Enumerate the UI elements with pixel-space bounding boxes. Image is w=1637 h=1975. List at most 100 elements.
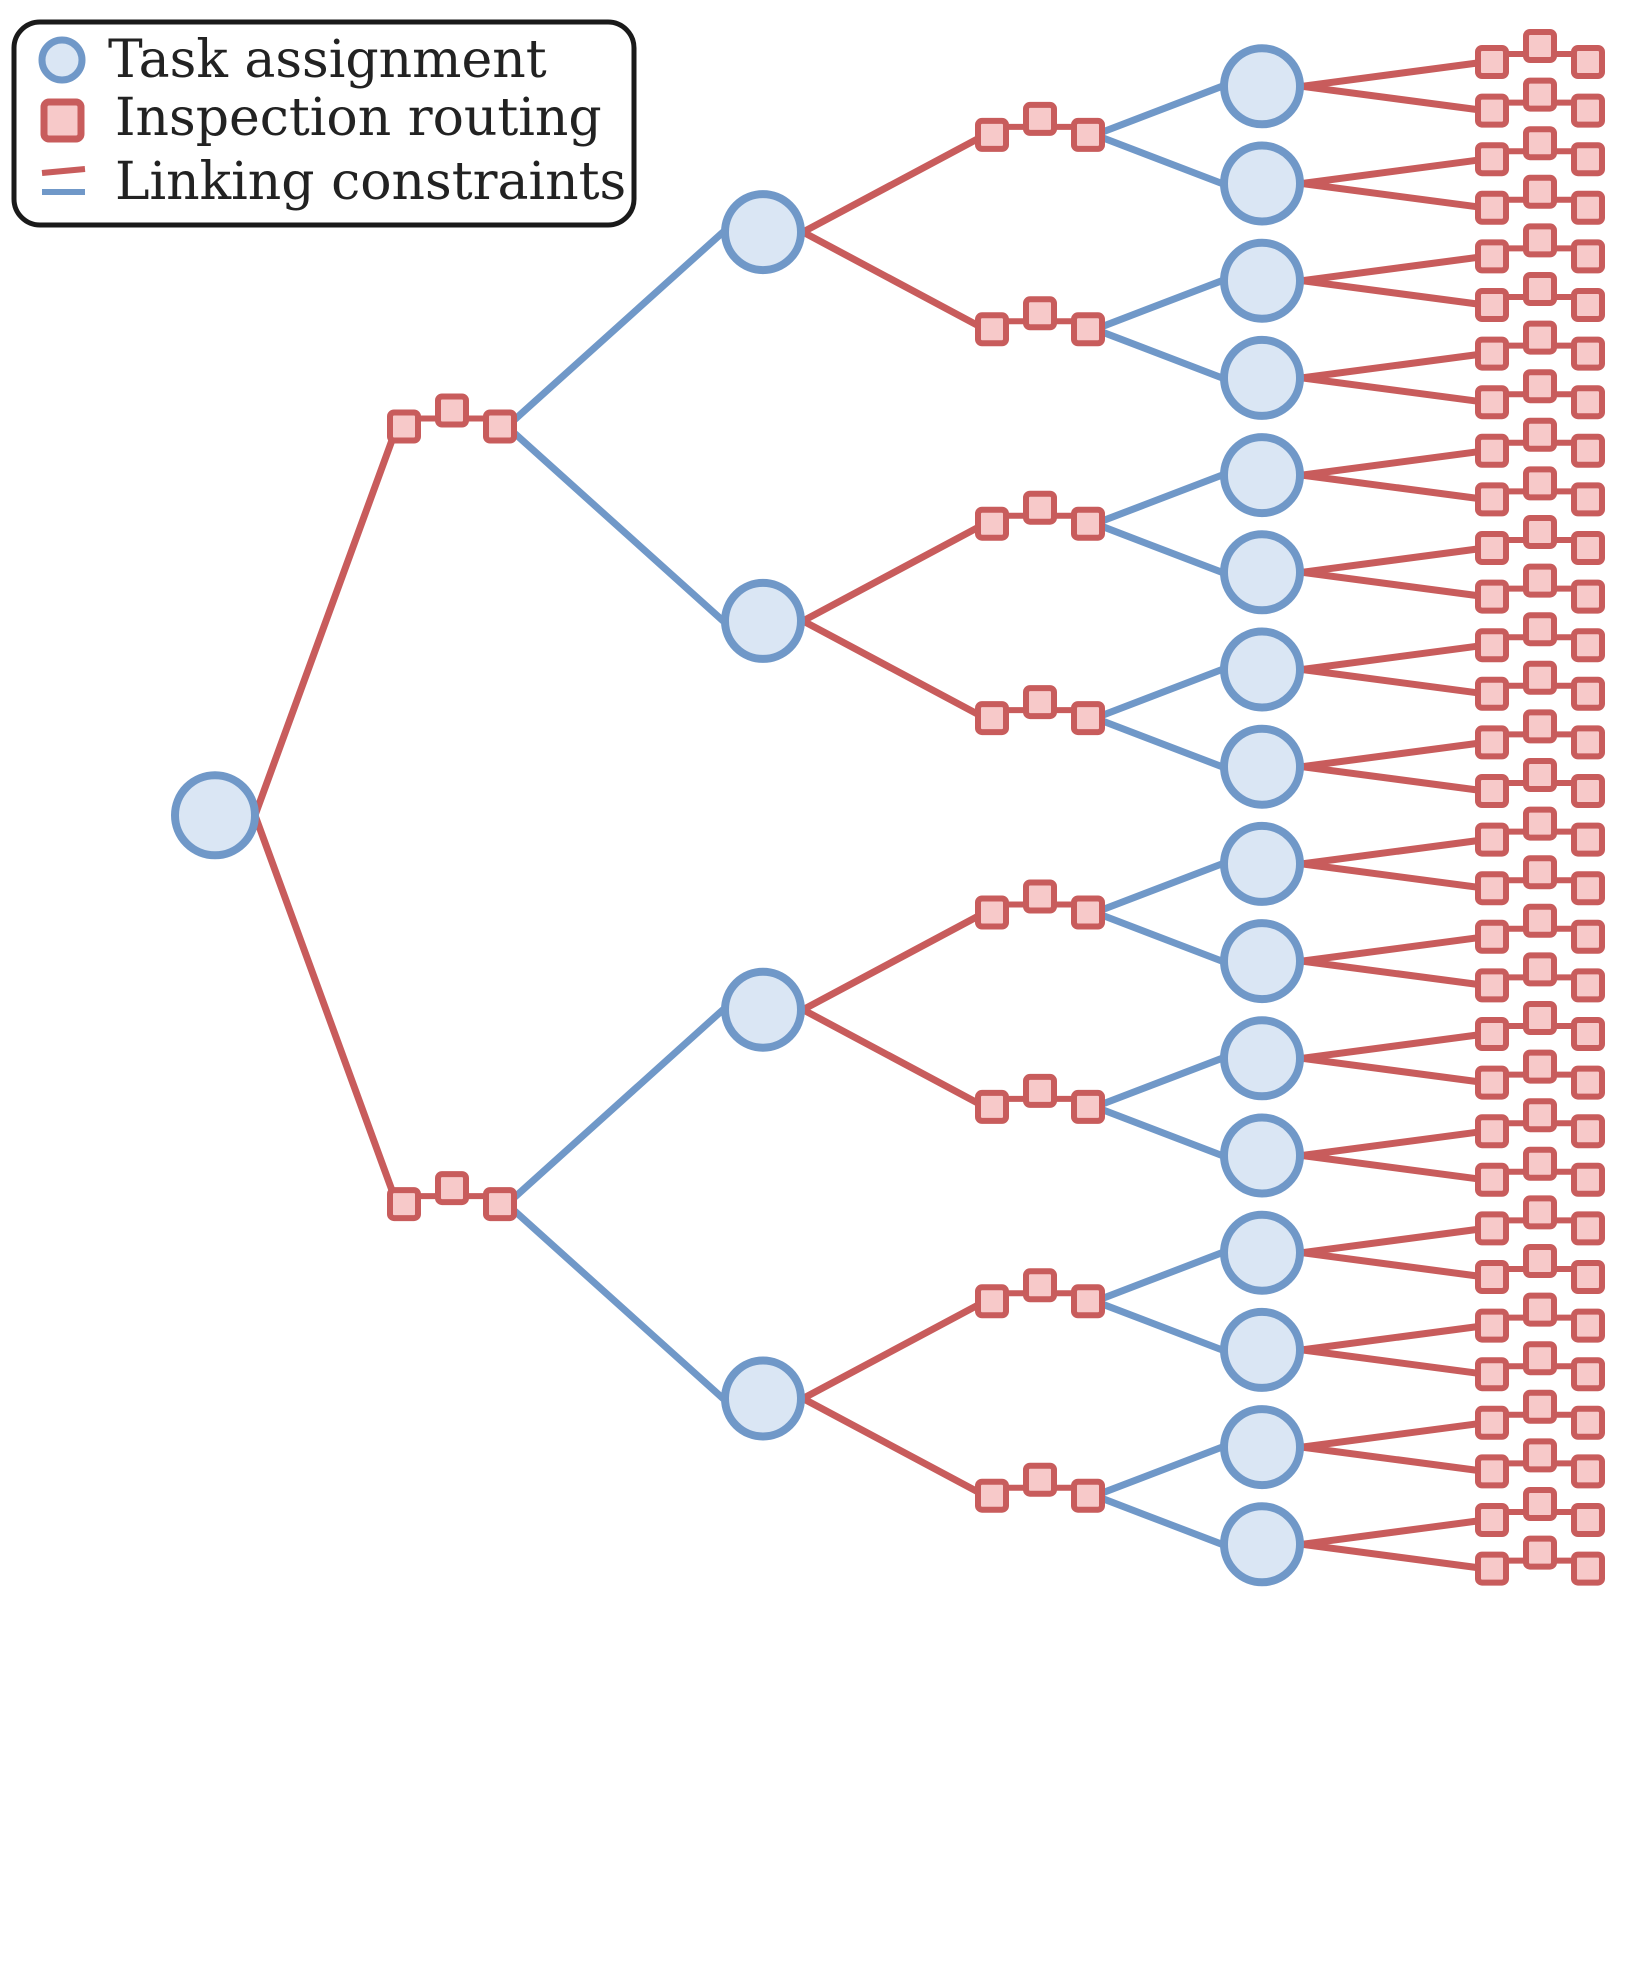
inspection-square — [975, 506, 1009, 541]
task-edge — [1091, 1103, 1226, 1159]
inspection-square — [1023, 685, 1057, 720]
inspection-square — [1571, 288, 1605, 322]
task-assignment-node — [1220, 1405, 1304, 1490]
inspection-square — [1023, 879, 1057, 914]
inspection-square — [1475, 531, 1509, 565]
inspection-square — [1571, 1308, 1605, 1343]
inspection-square — [1523, 223, 1557, 258]
inspection-routing-node — [975, 1073, 1105, 1124]
inspection-square — [1475, 1260, 1509, 1294]
inspection-square — [1571, 190, 1605, 225]
inspection-square — [1475, 1017, 1509, 1051]
task-assignment-node — [1220, 433, 1304, 518]
task-assignment-node — [1220, 530, 1304, 615]
inspection-square — [1523, 806, 1557, 841]
inspection-square — [1475, 725, 1509, 760]
inspection-edge — [1298, 82, 1489, 115]
inspection-square — [1523, 466, 1557, 501]
inspection-edge — [1298, 957, 1489, 989]
inspection-edge — [799, 617, 989, 722]
inspection-square — [1571, 628, 1605, 663]
inspection-edge — [1298, 471, 1489, 503]
inspection-square — [1071, 895, 1105, 930]
inspection-square — [1071, 506, 1105, 541]
inspection-square — [1571, 822, 1605, 857]
inspection-square — [1523, 563, 1557, 598]
inspection-edge — [1298, 666, 1489, 698]
task-assignment-node — [1220, 141, 1304, 226]
inspection-square — [435, 1171, 469, 1206]
inspection-square — [1571, 1405, 1605, 1440]
inspection-routing-node — [1475, 660, 1605, 711]
inspection-square — [1071, 312, 1105, 347]
inspection-routing-node — [387, 1171, 517, 1222]
task-assignment-node — [1220, 919, 1304, 1004]
inspection-edge — [799, 131, 989, 236]
task-edge — [1091, 82, 1226, 139]
inspection-square — [1523, 515, 1557, 549]
inspection-edge — [1298, 1152, 1489, 1184]
inspection-routing-node — [1475, 612, 1605, 663]
inspection-edge — [1298, 1127, 1489, 1159]
inspection-square — [1571, 579, 1605, 614]
inspection-square — [975, 1284, 1009, 1319]
inspection-square — [1571, 482, 1605, 517]
inspection-square — [1571, 1260, 1605, 1294]
inspection-square — [1571, 1503, 1605, 1537]
task-edge — [1091, 131, 1226, 187]
inspection-square — [1523, 29, 1557, 63]
task-assignment-node — [171, 771, 259, 860]
inspection-square — [1071, 1284, 1105, 1319]
inspection-edge — [1298, 58, 1489, 90]
inspection-routing-node — [1475, 903, 1605, 954]
inspection-edge — [799, 1395, 989, 1500]
inspection-edge — [1298, 277, 1489, 309]
inspection-square — [1475, 1357, 1509, 1392]
inspection-square — [1571, 871, 1605, 906]
inspection-square — [1475, 288, 1509, 322]
inspection-square — [1523, 1001, 1557, 1035]
task-assignment-node — [721, 967, 805, 1052]
inspection-routing-node — [1475, 223, 1605, 274]
inspection-square — [1475, 579, 1509, 614]
task-edge — [503, 228, 727, 430]
inspection-square — [1475, 1065, 1509, 1100]
inspection-routing-node — [1475, 1438, 1605, 1489]
inspection-square — [1475, 142, 1509, 177]
inspection-square — [1571, 1162, 1605, 1197]
inspection-square — [1475, 871, 1509, 906]
inspection-edge — [1298, 1054, 1489, 1087]
task-edge — [1091, 277, 1226, 333]
inspection-square — [1523, 272, 1557, 306]
inspection-edge — [1298, 1224, 1489, 1257]
inspection-square — [387, 409, 421, 444]
inspection-square — [1523, 1341, 1557, 1376]
inspection-routing-node — [975, 1462, 1105, 1513]
inspection-square — [1023, 1073, 1057, 1108]
inspection-square — [1523, 126, 1557, 161]
inspection-square — [1523, 612, 1557, 647]
inspection-routing-node — [975, 1268, 1105, 1319]
inspection-square — [483, 409, 517, 444]
inspection-routing-node — [1475, 1389, 1605, 1440]
inspection-square — [1475, 45, 1509, 79]
task-edge — [503, 1200, 727, 1402]
inspection-routing-node — [975, 879, 1105, 930]
inspection-routing-node — [1475, 1341, 1605, 1392]
inspection-square — [483, 1187, 517, 1222]
legend-linking-label: Linking constraints — [115, 152, 626, 212]
inspection-routing-node — [1475, 563, 1605, 614]
inspection-square — [1475, 1211, 1509, 1246]
inspection-square — [1475, 239, 1509, 274]
inspection-square — [1475, 968, 1509, 1003]
inspection-square — [1071, 1478, 1105, 1513]
inspection-square — [1523, 758, 1557, 792]
inspection-square — [387, 1187, 421, 1222]
edges-layer — [251, 58, 1489, 1573]
task-assignment-node — [1220, 335, 1304, 420]
task-assignment-legend-icon — [38, 36, 86, 84]
inspection-edge — [1298, 568, 1489, 601]
inspection-edge — [1298, 180, 1489, 212]
task-edge — [1091, 1492, 1226, 1548]
task-edge — [503, 1006, 727, 1208]
